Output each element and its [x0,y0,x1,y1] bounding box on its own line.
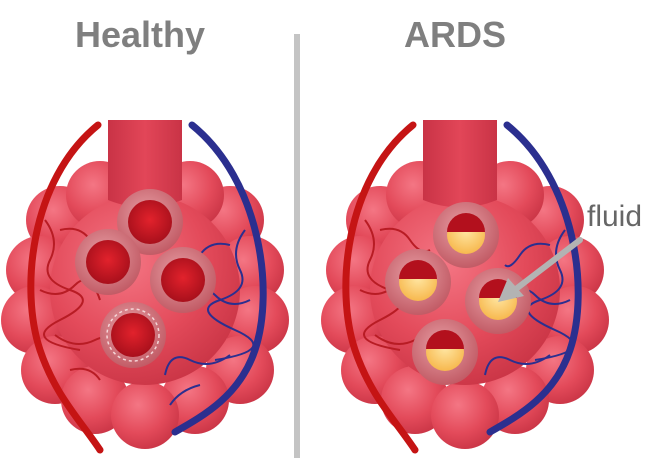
alveolus [150,247,216,313]
fluid-filled-alveolus [412,319,478,385]
fluid-arrow-icon [490,230,590,310]
alveolus [75,229,141,295]
alveolus [100,302,166,368]
bronchiole [423,120,497,208]
healthy-title: Healthy [10,14,270,56]
fluid-filled-alveolus [385,249,451,315]
fluid-label: fluid [587,200,642,234]
healthy-alveoli-illustration [0,120,290,472]
panel-divider [294,34,300,458]
ards-title: ARDS [325,14,585,56]
